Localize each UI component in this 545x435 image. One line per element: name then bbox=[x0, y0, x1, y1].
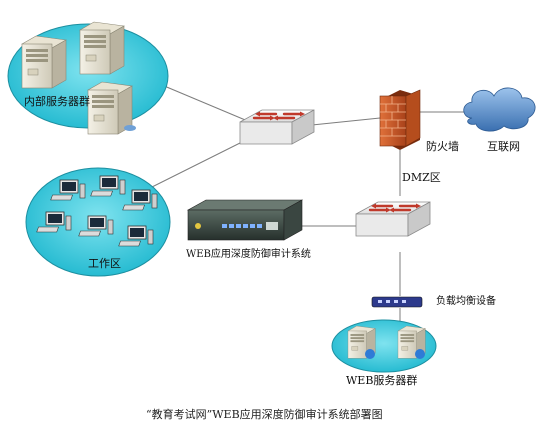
link-work-switch bbox=[149, 137, 251, 189]
internet-label: 互联网 bbox=[487, 140, 520, 153]
server-icon bbox=[21, 35, 67, 89]
dmz-switch-icon bbox=[354, 200, 432, 238]
core-switch-icon bbox=[238, 108, 316, 146]
internal-servers-label: 内部服务器群 bbox=[24, 95, 90, 108]
dmz-label: DMZ区 bbox=[402, 171, 441, 184]
load-balancer-icon bbox=[371, 296, 423, 308]
firewall-label: 防火墙 bbox=[426, 140, 459, 153]
work-area-label: 工作区 bbox=[88, 257, 121, 270]
server-icon bbox=[79, 21, 125, 75]
internal-server-zone bbox=[7, 21, 169, 135]
audit-system-label: WEB应用深度防御审计系统 bbox=[186, 249, 311, 260]
audit-appliance-icon bbox=[186, 199, 304, 241]
web-server-zone bbox=[331, 319, 437, 373]
load-balancer-label: 负载均衡设备 bbox=[436, 296, 496, 307]
firewall-icon bbox=[379, 89, 421, 150]
diagram-caption: “教育考试网”WEB应用深度防御审计系统部署图 bbox=[146, 408, 383, 421]
work-area-zone bbox=[25, 167, 171, 277]
web-servers-label: WEB服务器群 bbox=[346, 374, 418, 387]
link-switch-firewall bbox=[311, 117, 381, 126]
internet-cloud-icon bbox=[463, 87, 536, 132]
